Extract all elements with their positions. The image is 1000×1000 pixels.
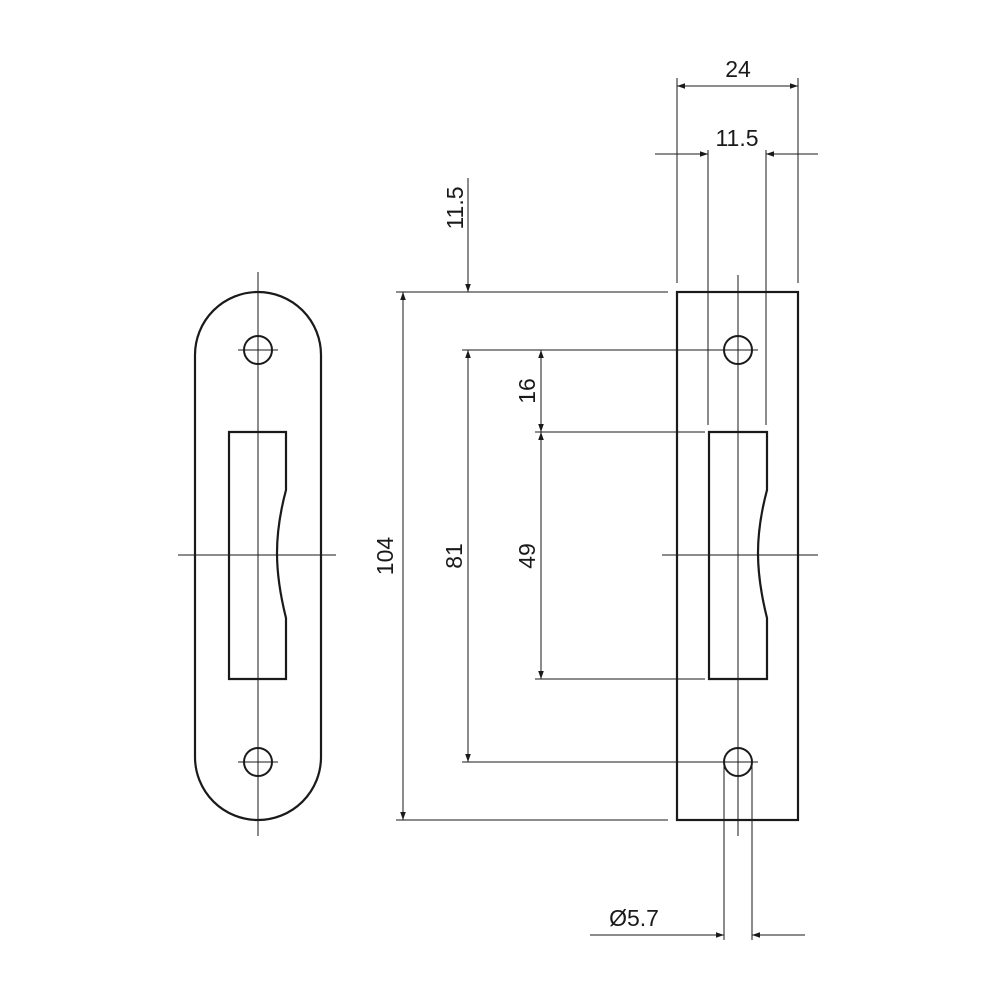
extension-lines xyxy=(396,78,799,940)
side-slot-outline xyxy=(707,430,769,681)
label-plate-width: 24 xyxy=(725,56,751,82)
label-hole-to-slot: 16 xyxy=(514,378,540,404)
dimension-labels: 24 11.5 11.5 104 81 16 49 Ø5.7 xyxy=(372,56,759,931)
label-hole-diameter: Ø5.7 xyxy=(609,905,659,931)
label-slot-height: 49 xyxy=(514,543,540,569)
dimension-lines xyxy=(400,83,818,938)
label-slot-width: 11.5 xyxy=(715,125,758,151)
front-view xyxy=(178,272,336,836)
label-top-offset: 11.5 xyxy=(442,186,468,229)
front-slot-outline xyxy=(227,430,288,681)
label-overall-height: 104 xyxy=(372,537,398,576)
label-hole-spacing: 81 xyxy=(441,543,467,569)
side-view xyxy=(662,275,818,836)
